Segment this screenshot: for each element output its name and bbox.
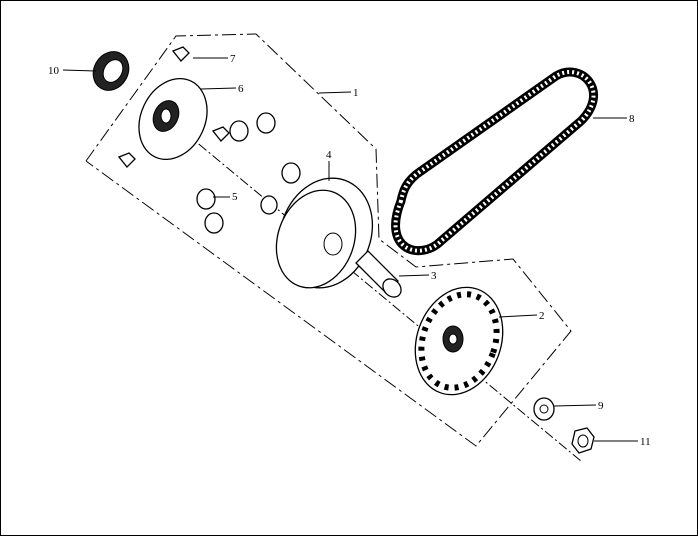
callout-7: 7 (230, 53, 236, 65)
callout-4: 4 (326, 149, 332, 161)
callout-11: 11 (640, 436, 651, 448)
part-8-drive-belt (391, 67, 598, 256)
callout-5: 5 (232, 191, 238, 203)
part-9-washer (533, 397, 555, 421)
leader-lines (62, 57, 638, 442)
part-2-fixed-pulley-fan (414, 286, 504, 396)
part-10-oil-seal (92, 51, 130, 91)
assembly-outline (85, 33, 572, 447)
callout-8: 8 (629, 113, 635, 125)
callout-10: 10 (48, 65, 60, 77)
part-3-collar (355, 250, 402, 298)
part-11-nut (571, 427, 595, 454)
part-5-rollers (196, 112, 301, 234)
axis-line (170, 120, 582, 462)
callout-9: 9 (598, 400, 604, 412)
callout-3: 3 (431, 270, 437, 282)
part-6-ramp-plate (138, 77, 208, 161)
callout-6: 6 (238, 83, 244, 95)
part-4-movable-pulley (275, 177, 374, 289)
part-7-slide-pieces (117, 46, 230, 168)
callout-2: 2 (539, 310, 545, 322)
callout-1: 1 (353, 87, 359, 99)
